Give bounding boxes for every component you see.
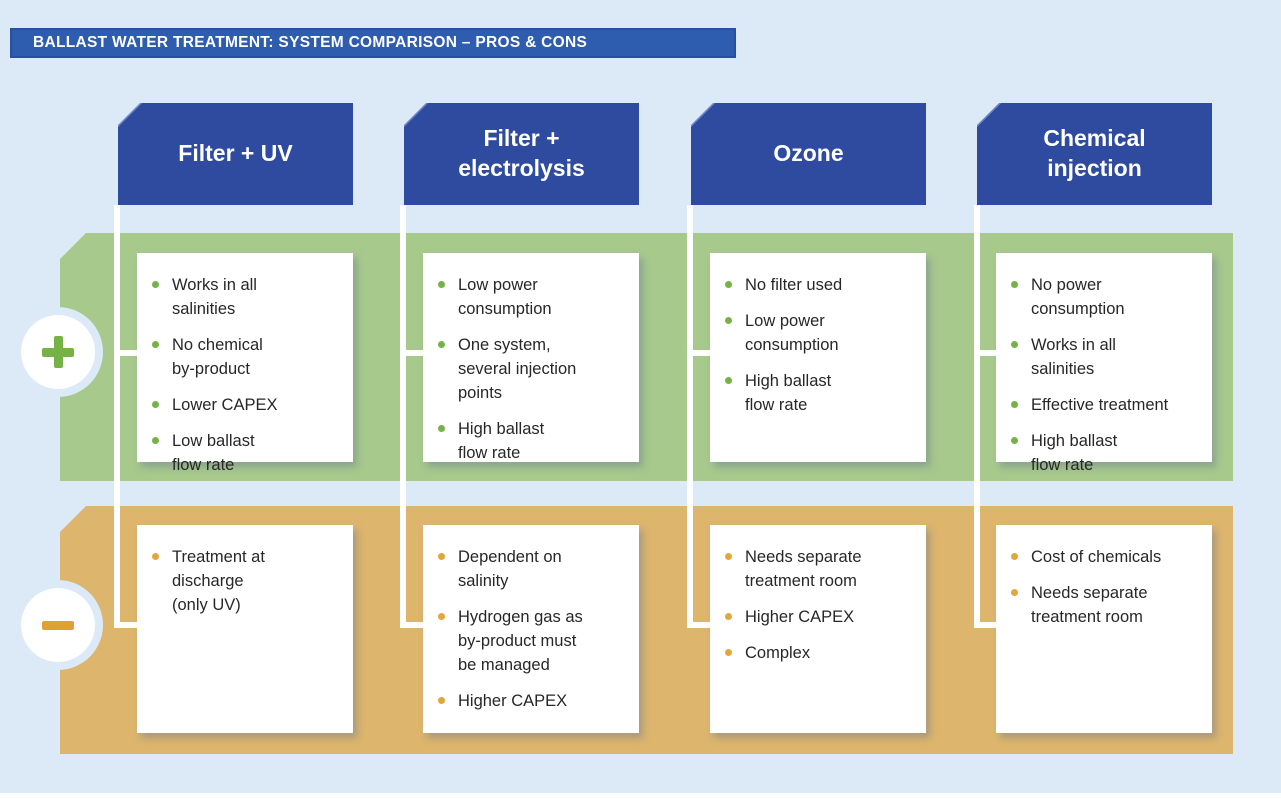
bullet-icon: [152, 437, 159, 444]
list-item: No power consumption: [1011, 273, 1206, 321]
connector-stub: [400, 350, 425, 356]
bullet-icon: [438, 553, 445, 560]
bullet-icon: [725, 317, 732, 324]
list-item: Low power consumption: [438, 273, 633, 321]
connector-stub: [687, 350, 712, 356]
bullet-icon: [1011, 437, 1018, 444]
bullet-icon: [1011, 553, 1018, 560]
pros-card-filter-uv: Works in all salinities No chemical by-p…: [137, 253, 353, 474]
bullet-icon: [725, 377, 732, 384]
column-header-label: Filter + electrolysis: [458, 125, 585, 181]
list-item: Treatment at discharge (only UV): [152, 545, 347, 617]
connector-stub: [114, 622, 139, 628]
connector-line-col4: [974, 205, 980, 628]
list-item: Higher CAPEX: [725, 605, 920, 629]
connector-stub: [974, 350, 999, 356]
bullet-icon: [1011, 401, 1018, 408]
bullet-icon: [725, 281, 732, 288]
column-header-filter-uv: Filter + UV: [118, 103, 353, 205]
list-item: Complex: [725, 641, 920, 665]
list-item: Cost of chemicals: [1011, 545, 1206, 569]
bullet-icon: [1011, 281, 1018, 288]
bullet-icon: [152, 341, 159, 348]
bullet-icon: [438, 697, 445, 704]
column-header-label: Chemical injection: [1043, 125, 1146, 181]
list-item: High ballast flow rate: [438, 417, 633, 465]
pros-card-filter-electrolysis: Low power consumption One system, severa…: [423, 253, 639, 462]
connector-line-col3: [687, 205, 693, 628]
list-item: No chemical by-product: [152, 333, 347, 381]
list-item: Dependent on salinity: [438, 545, 633, 593]
bullet-icon: [725, 613, 732, 620]
cons-card-filter-uv: Treatment at discharge (only UV): [137, 525, 353, 733]
cons-badge: [21, 588, 95, 662]
list-item: Needs separate treatment room: [1011, 581, 1206, 629]
list-item: Lower CAPEX: [152, 393, 347, 417]
page-title: BALLAST WATER TREATMENT: SYSTEM COMPARIS…: [33, 34, 588, 51]
list-item: Needs separate treatment room: [725, 545, 920, 593]
bullet-icon: [438, 281, 445, 288]
list-item: High ballast flow rate: [1011, 429, 1206, 477]
list-item: Low power consumption: [725, 309, 920, 357]
list-item: Low ballast flow rate: [152, 429, 347, 477]
bullet-icon: [152, 401, 159, 408]
column-header-filter-electrolysis: Filter + electrolysis: [404, 103, 639, 205]
connector-stub: [687, 622, 712, 628]
connector-line-col1: [114, 205, 120, 628]
list-item: Effective treatment: [1011, 393, 1206, 417]
connector-line-col2: [400, 205, 406, 628]
bullet-icon: [725, 649, 732, 656]
column-header-label: Ozone: [773, 140, 844, 167]
bullet-icon: [438, 613, 445, 620]
list-item: High ballast flow rate: [725, 369, 920, 417]
bullet-icon: [1011, 589, 1018, 596]
connector-stub: [114, 350, 139, 356]
connector-stub: [400, 622, 425, 628]
bullet-icon: [152, 553, 159, 560]
bullet-icon: [438, 341, 445, 348]
column-header-chemical-injection: Chemical injection: [977, 103, 1212, 205]
bullet-icon: [725, 553, 732, 560]
connector-stub: [974, 622, 999, 628]
cons-card-filter-electrolysis: Dependent on salinity Hydrogen gas as by…: [423, 525, 639, 733]
list-item: Works in all salinities: [152, 273, 347, 321]
cons-card-ozone: Needs separate treatment room Higher CAP…: [710, 525, 926, 733]
bottom-margin-strip: [0, 793, 1281, 799]
bullet-icon: [152, 281, 159, 288]
pros-badge: [21, 315, 95, 389]
list-item: One system, several injection points: [438, 333, 633, 405]
list-item: Higher CAPEX: [438, 689, 633, 713]
pros-card-ozone: No filter used Low power consumption Hig…: [710, 253, 926, 462]
column-header-label: Filter + UV: [178, 140, 293, 167]
cons-card-chemical-injection: Cost of chemicals Needs separate treatme…: [996, 525, 1212, 733]
bullet-icon: [1011, 341, 1018, 348]
title-bar: BALLAST WATER TREATMENT: SYSTEM COMPARIS…: [10, 28, 736, 58]
list-item: Works in all salinities: [1011, 333, 1206, 381]
bullet-icon: [438, 425, 445, 432]
list-item: No filter used: [725, 273, 920, 297]
column-header-ozone: Ozone: [691, 103, 926, 205]
pros-card-chemical-injection: No power consumption Works in all salini…: [996, 253, 1212, 474]
list-item: Hydrogen gas as by-product must be manag…: [438, 605, 633, 677]
